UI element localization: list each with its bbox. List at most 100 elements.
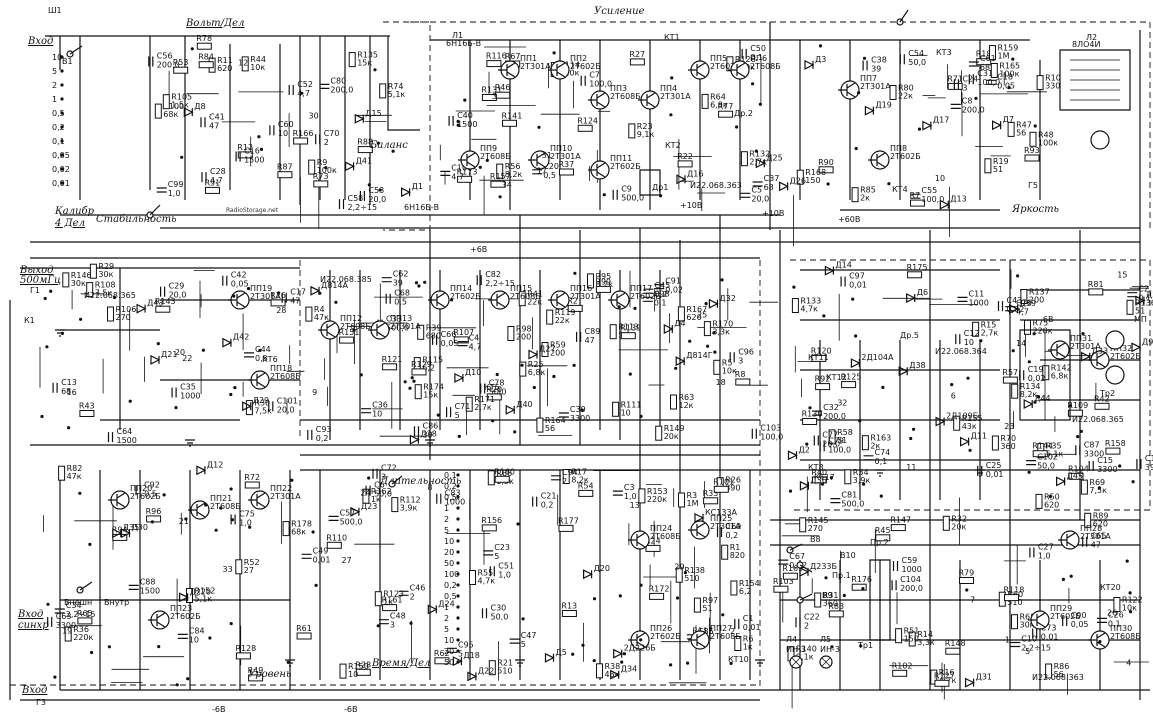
resistor: R71	[947, 74, 963, 90]
capacitor-ref: С3	[624, 483, 635, 492]
kt2-label: КТ2	[665, 141, 681, 150]
volt-div-position: 5	[52, 67, 57, 76]
capacitor-ref: С76	[1016, 299, 1032, 308]
ic-label-3: И22.068.365	[84, 291, 136, 300]
time-div-position: 10	[444, 537, 454, 546]
junction-dot	[456, 119, 460, 123]
dashed-boundaries	[10, 21, 1151, 690]
junction-dot	[792, 285, 796, 289]
resistor: R118	[1004, 586, 1024, 602]
resistor-value: 200	[516, 333, 531, 342]
capacitor-ref: С22	[804, 612, 820, 621]
diode-ref: Д2	[799, 445, 810, 454]
time-div-position: 1	[444, 504, 449, 513]
capacitor-value: 2,2÷15	[348, 203, 378, 212]
volt-div-position: 10	[52, 53, 62, 62]
resistor-ref: R35	[1046, 442, 1062, 451]
junction-dot	[754, 149, 758, 153]
capacitor-ref: С63	[56, 612, 72, 621]
ground-icon	[515, 659, 525, 667]
junction-dot	[950, 383, 954, 387]
output-g1-label: Г1	[30, 286, 40, 295]
transistor-ref: ПП22	[270, 484, 292, 493]
junction-dot	[334, 300, 338, 304]
capacitor-ref: С25	[986, 461, 1002, 470]
junction-dot	[974, 96, 978, 100]
transistor-type: 2Т602Б	[570, 62, 601, 71]
capacitor-value: 20,0	[277, 405, 295, 414]
transistor-type: 2Т608Б	[210, 502, 241, 511]
diode-ref: Д33	[1092, 347, 1108, 356]
transistor-type: 2Т602Б	[650, 632, 681, 641]
junction-dot	[516, 522, 520, 526]
resistor-ref: R29	[98, 262, 114, 271]
junction-dot	[669, 113, 673, 117]
resistor: R158	[1105, 439, 1126, 455]
transistor-ref: ПП7	[860, 74, 877, 83]
resistor: R72	[244, 473, 260, 489]
pin-number: 18	[716, 378, 726, 387]
switch-contact	[456, 550, 460, 554]
transistor-type: 2Т301А	[710, 522, 741, 531]
diode-ref: Д38	[909, 361, 925, 370]
capacitor-ref: С95	[458, 640, 474, 649]
pin-number: 30	[309, 111, 319, 120]
junction-dot	[1016, 274, 1020, 278]
volt-div-label: Вольт/Дел	[185, 18, 244, 29]
junction-dot	[552, 374, 556, 379]
diode-ref: Д14	[835, 261, 851, 270]
capacitor-ref: С28	[210, 167, 226, 176]
resistor-ref: R128	[235, 644, 256, 653]
resistor: R152,7к	[972, 320, 998, 337]
capacitor-ref: С31	[977, 69, 993, 78]
resistor-ref: R48	[1038, 130, 1054, 139]
resistor-ref: R173	[457, 167, 478, 176]
junction-dot	[912, 427, 916, 431]
resistor-ref: R160	[494, 467, 515, 476]
capacitor-ref: С12	[964, 329, 980, 338]
diode-icon: Д32	[708, 294, 736, 309]
resistor: R121	[382, 355, 402, 371]
capacitor-ref: С23	[494, 543, 510, 552]
resistor: R37	[559, 160, 574, 176]
resistor-value: 22к	[527, 298, 542, 307]
resistor-value: 200	[550, 349, 565, 358]
crt-label: 8ЛО4И	[1072, 40, 1100, 49]
resistor-value: 6,8к	[528, 368, 546, 377]
junction-dot	[751, 82, 755, 86]
diode-ref: Д39	[1020, 299, 1036, 308]
junction-dot	[713, 350, 717, 354]
resistor-value: 5,1к	[388, 90, 406, 99]
resistor: R79	[959, 569, 974, 584]
resistor: R172	[649, 584, 669, 600]
pin-number: 28	[276, 306, 286, 315]
resistor-ref: R91	[205, 178, 221, 187]
resistor-value: 5,1к	[1046, 450, 1064, 459]
time-div-position: 0,2	[444, 581, 457, 590]
resistor-value: 56	[1016, 128, 1026, 137]
resistor-value: 5,1к	[195, 595, 213, 604]
resistor-value: 100к	[999, 70, 1019, 79]
capacitor-value: 100,0	[921, 195, 944, 204]
resistor-ref: R15	[981, 320, 997, 329]
resistor-ref: R104	[1068, 464, 1089, 473]
resistor: R144	[1032, 442, 1053, 458]
capacitor-ref: С66	[441, 330, 457, 339]
diode-ref: Д8	[194, 102, 205, 111]
diode-ref: Д37	[1146, 291, 1153, 300]
kt12-label: КТ12	[826, 373, 847, 382]
